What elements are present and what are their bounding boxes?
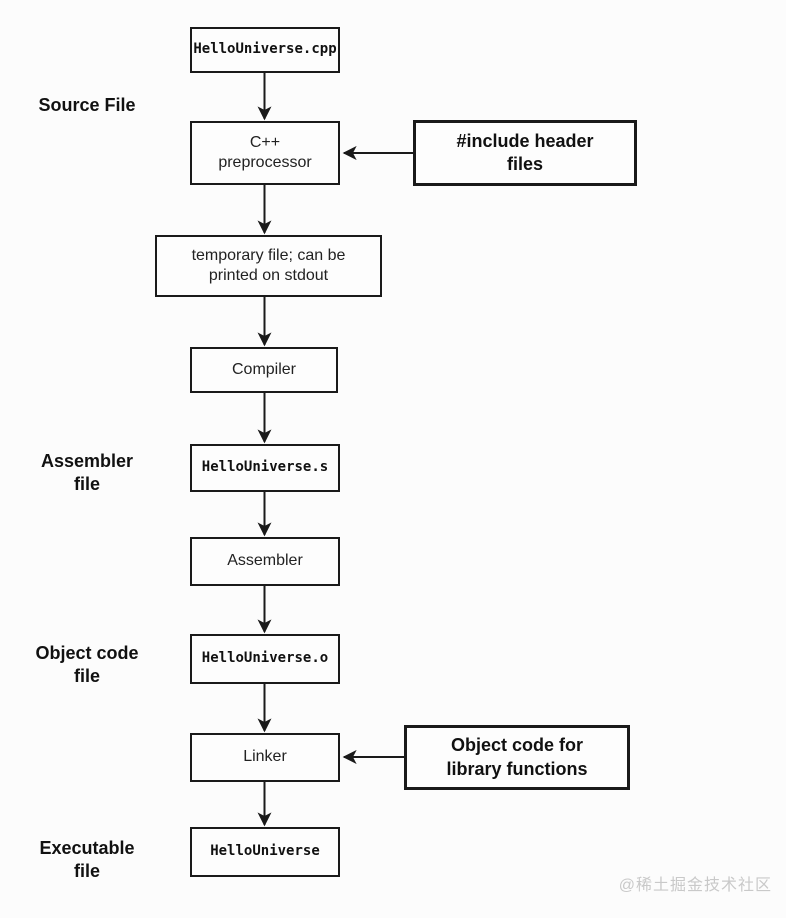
watermark-text: @稀土掘金技术社区 (618, 877, 772, 894)
node-preprocessor: C++ preprocessor (190, 121, 340, 185)
node-linker: Linker (190, 733, 340, 782)
node-object-filename: HelloUniverse.o (190, 634, 340, 684)
node-executable-filename: HelloUniverse (190, 827, 340, 877)
node-assembly-filename: HelloUniverse.s (190, 444, 340, 492)
node-temp-file: temporary file; can be printed on stdout (155, 235, 382, 297)
node-include-headers: #include header files (413, 120, 637, 186)
node-library-object-code: Object code for library functions (404, 725, 630, 790)
label-object-code-file: Object code file (35, 643, 139, 687)
label-assembler-file: Assembler file (40, 451, 134, 495)
node-assembler: Assembler (190, 537, 340, 586)
label-source-file: Source File (38, 95, 136, 115)
node-source-filename: HelloUniverse.cpp (190, 27, 340, 73)
node-compiler: Compiler (190, 347, 338, 393)
label-executable-file: Executable file (39, 838, 135, 882)
